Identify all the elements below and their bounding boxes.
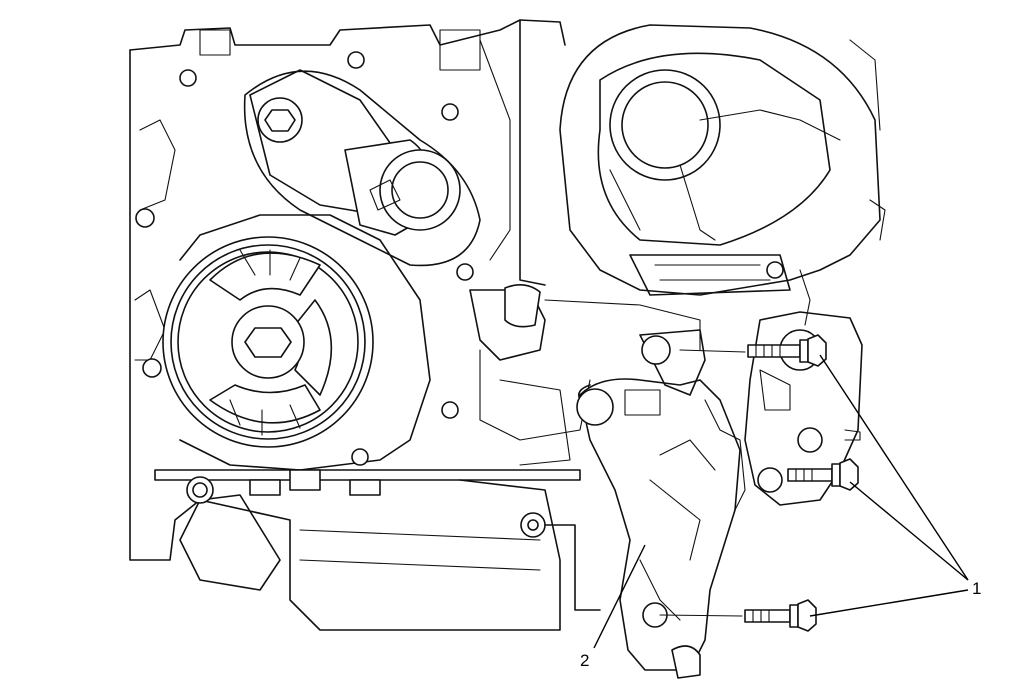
- bracket: [576, 329, 746, 679]
- bolt-upper: [747, 334, 827, 367]
- callout-label-2: 2: [580, 651, 589, 670]
- mount-housing: [744, 269, 863, 506]
- bolt-alignment-lines: [659, 349, 746, 617]
- engine-block: [129, 19, 566, 561]
- bolt-lower: [744, 599, 817, 632]
- callout-label-1: 1: [972, 579, 981, 598]
- generator: [559, 24, 886, 296]
- callout-2: 2: [580, 544, 646, 670]
- belt-tensioner: [179, 51, 481, 267]
- oil-pan: [154, 469, 601, 631]
- crankshaft-pulley: [135, 208, 474, 471]
- front-cover: [469, 284, 701, 466]
- callout-1: 1: [809, 354, 981, 617]
- bolt-middle: [787, 458, 859, 491]
